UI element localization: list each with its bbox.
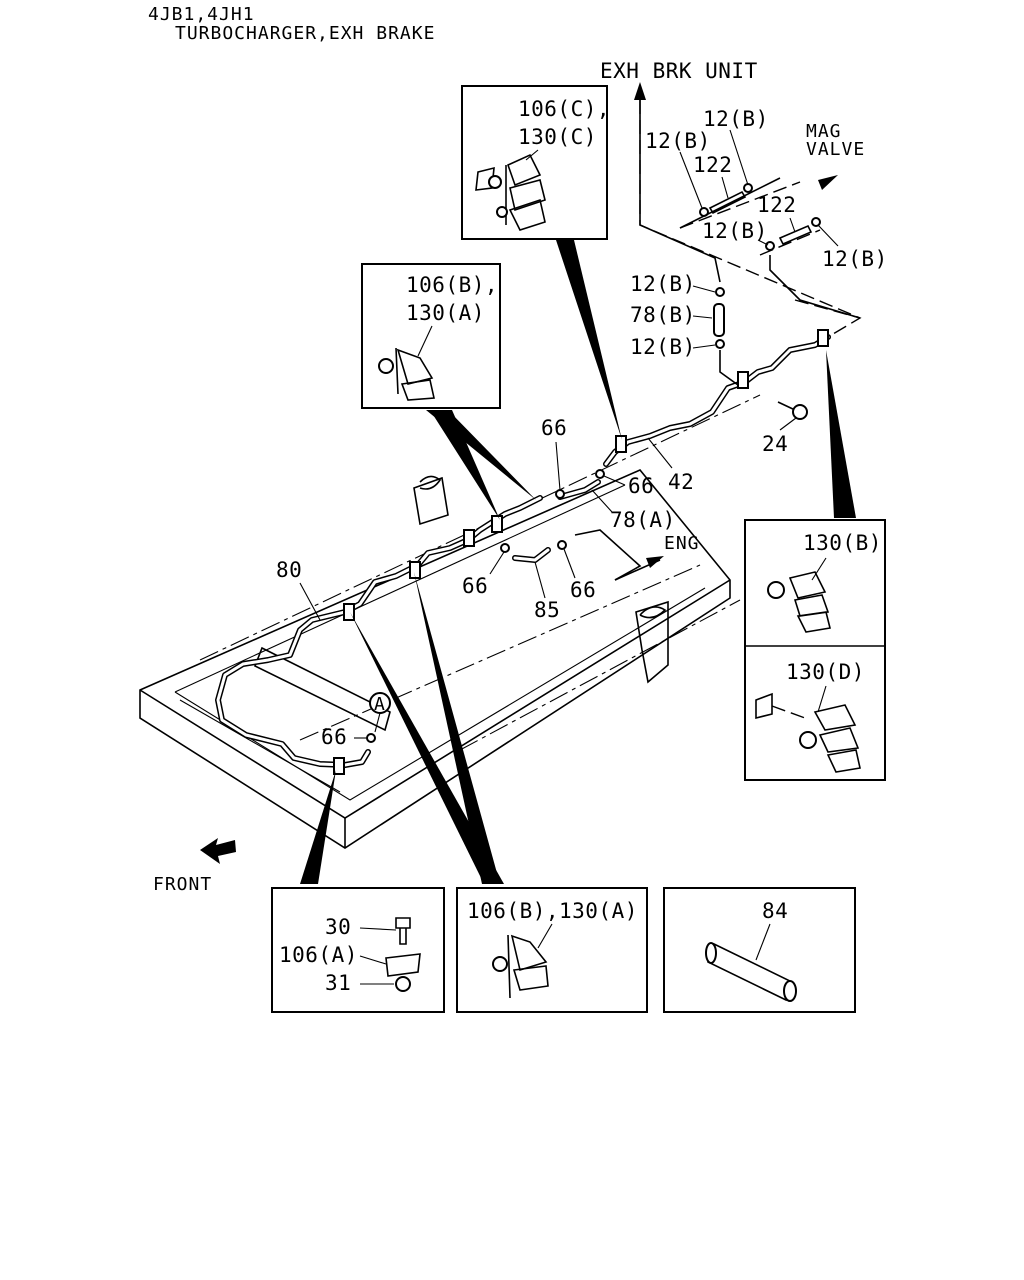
eng-arrow-icon <box>646 556 664 568</box>
callout-12b: 12(B) <box>630 335 696 359</box>
callout-12b: 12(B) <box>702 219 768 243</box>
inset-label-line1: 106(C), <box>518 97 610 121</box>
inset-label-31: 31 <box>325 971 351 995</box>
callouts: 12(B) 12(B) 122 122 12(B) 12(B) 12(B) 78… <box>276 107 888 749</box>
callout-24: 24 <box>762 432 788 456</box>
inset-clip-106b-130a-lower: 106(B),130(A) <box>456 887 648 1013</box>
inset-label-30: 30 <box>325 915 351 939</box>
section-title: TURBOCHARGER,EXH BRAKE <box>175 23 435 44</box>
callout-12b: 12(B) <box>630 272 696 296</box>
callout-66: 66 <box>570 578 596 602</box>
inset-hose-84: 84 <box>663 887 856 1013</box>
inset-bolt-clip-nut: 30 106(A) 31 <box>271 887 445 1013</box>
callout-66: 66 <box>462 574 488 598</box>
inset-label-line1: 106(B), <box>406 273 498 297</box>
front-label: FRONT <box>153 874 212 895</box>
inset-label-130b: 130(B) <box>803 531 882 555</box>
inset-label-130d: 130(D) <box>786 660 865 684</box>
exh-brk-unit-label: EXH BRK UNIT <box>600 59 758 83</box>
callout-12b: 12(B) <box>645 129 711 153</box>
mag-valve-arrow-icon <box>818 175 838 190</box>
brake-pipe-assembly <box>215 183 831 775</box>
callout-122: 122 <box>757 193 796 217</box>
inset-label-line2: 130(A) <box>406 301 485 325</box>
inset-clip-106c-130c: 106(C), 130(C) <box>461 85 610 240</box>
callout-78b: 78(B) <box>630 303 696 327</box>
inset-clip-130b-130d: 130(B) 130(D) <box>744 519 886 781</box>
callout-78a: 78(A) <box>610 508 676 532</box>
mag-valve-label-1: MAG <box>806 121 842 142</box>
callout-66: 66 <box>321 725 347 749</box>
inset-label-line2: 130(C) <box>518 125 597 149</box>
callout-66: 66 <box>628 474 654 498</box>
callout-66: 66 <box>541 416 567 440</box>
front-arrow-icon <box>200 838 236 864</box>
inset-label: 106(B),130(A) <box>467 899 638 923</box>
mag-valve-label-2: VALVE <box>806 139 865 160</box>
callout-12b: 12(B) <box>822 247 888 271</box>
model-title: 4JB1,4JH1 <box>148 4 255 25</box>
eng-label: ENG <box>664 533 700 554</box>
inset-label-106a: 106(A) <box>279 943 358 967</box>
exh-brk-arrow-icon <box>634 82 646 100</box>
callout-85: 85 <box>534 598 560 622</box>
inset-leaders <box>300 240 856 884</box>
reference-circle-a-label: A <box>374 694 386 715</box>
callout-80: 80 <box>276 558 302 582</box>
callout-12b: 12(B) <box>703 107 769 131</box>
inset-clip-106b-130a: 106(B), 130(A) <box>361 263 501 409</box>
inset-label-84: 84 <box>762 899 788 923</box>
chassis-frame <box>139 394 761 849</box>
callout-122: 122 <box>693 153 732 177</box>
callout-42: 42 <box>668 470 694 494</box>
